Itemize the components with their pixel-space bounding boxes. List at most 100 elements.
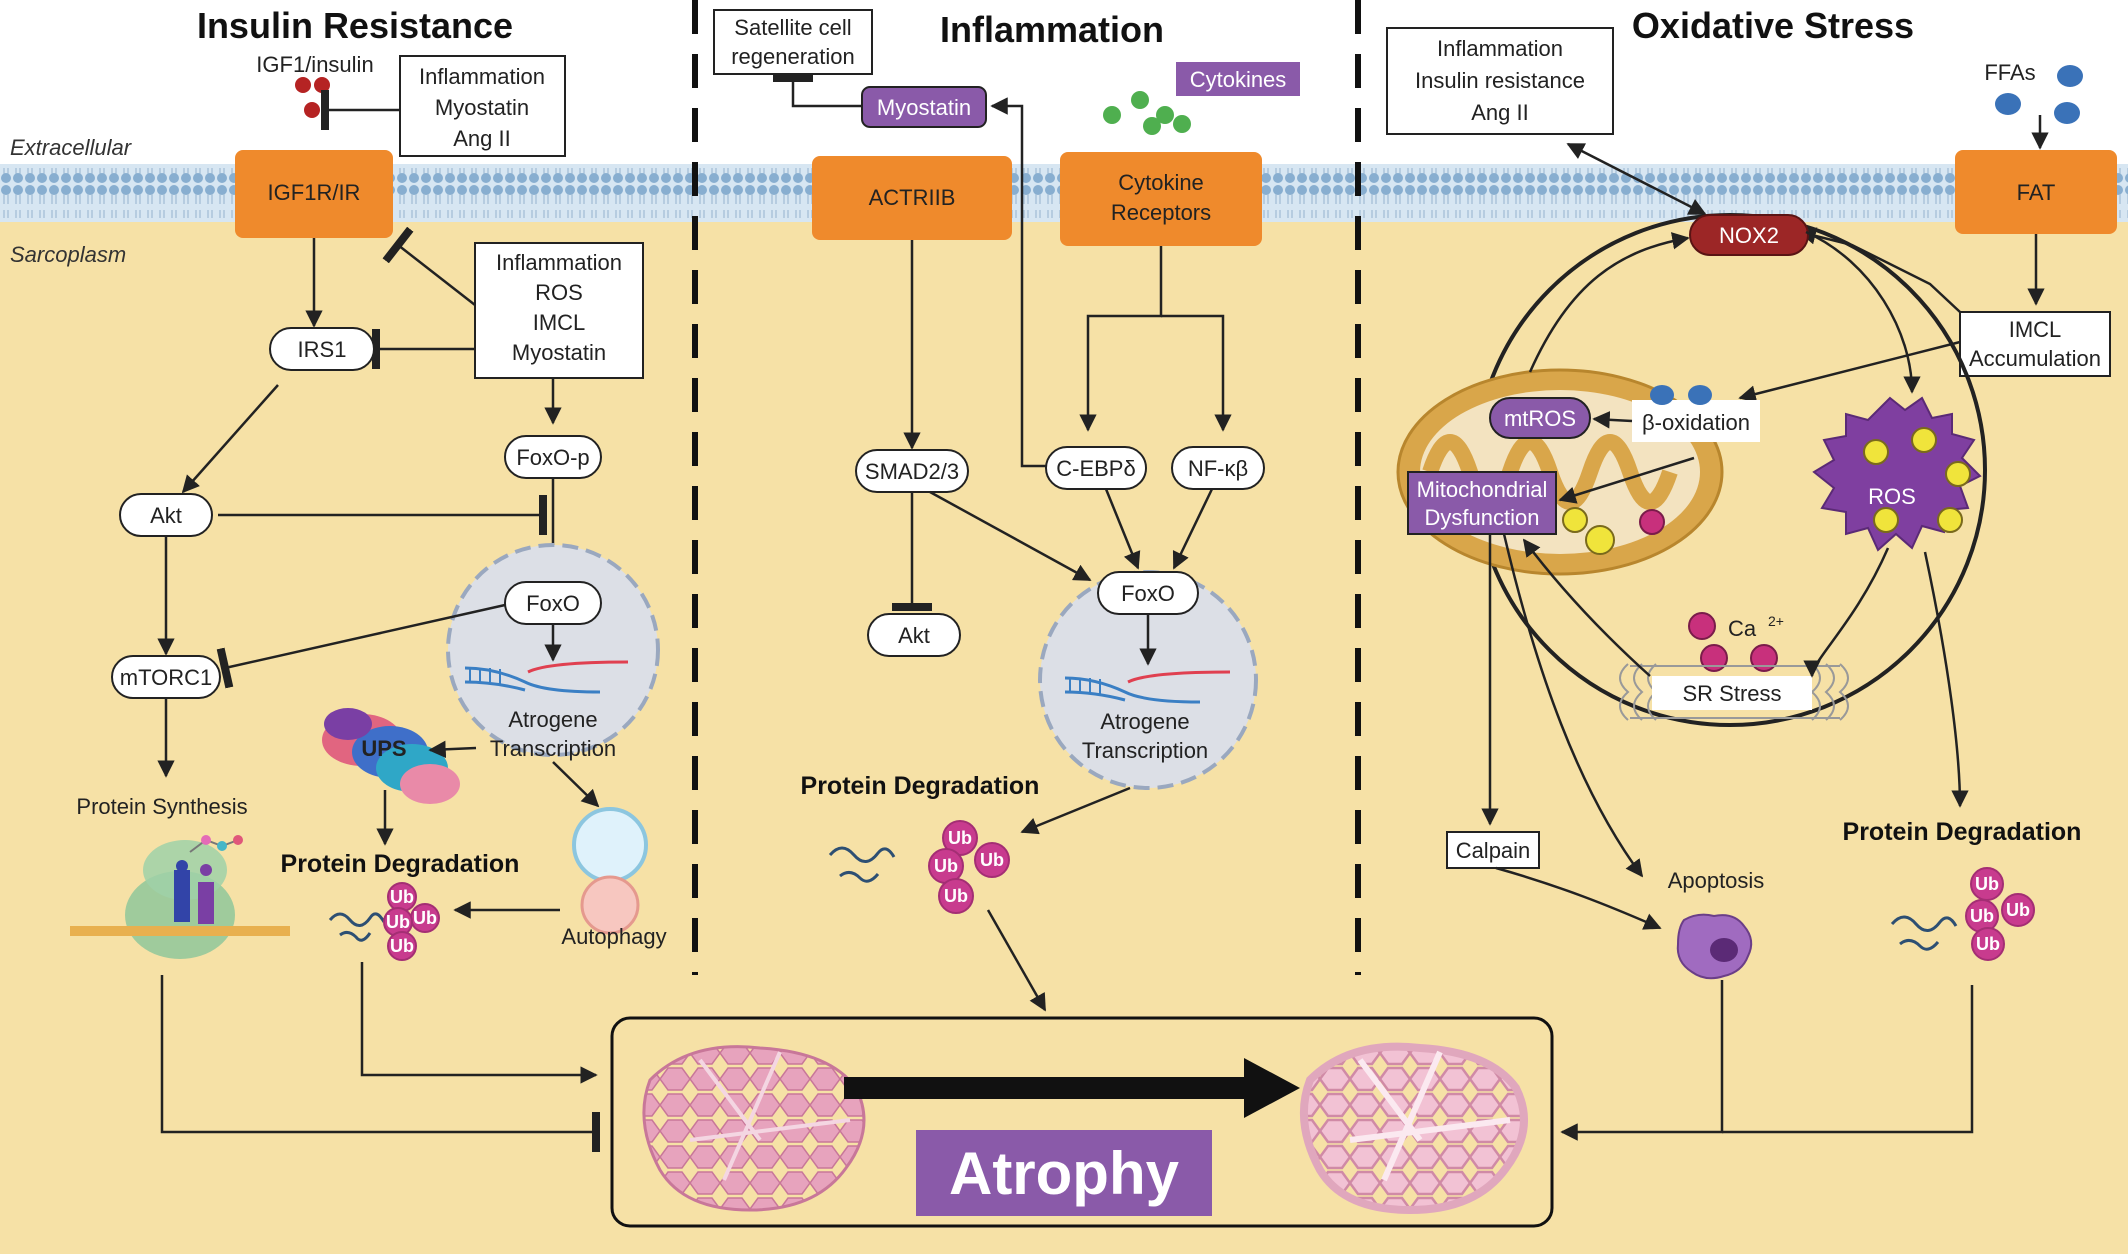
svg-text:ACTRIIB: ACTRIIB: [869, 185, 956, 210]
svg-text:Ub: Ub: [1976, 934, 2000, 954]
svg-text:Ub: Ub: [390, 936, 414, 956]
svg-text:Ub: Ub: [948, 828, 972, 848]
atrogene-label-insulin: Atrogene: [508, 707, 597, 732]
svg-text:Cytokine: Cytokine: [1118, 170, 1204, 195]
ffas-label: FFAs: [1984, 60, 2035, 85]
cytokines-badge: [1176, 62, 1300, 96]
ups-proteasome-icon: [322, 708, 460, 804]
svg-text:IMCL: IMCL: [2009, 317, 2062, 342]
nox2-node: [1689, 214, 1809, 256]
svg-text:FoxO-p: FoxO-p: [516, 445, 589, 470]
svg-text:FAT: FAT: [2017, 180, 2056, 205]
progression-arrow-icon: [1244, 1058, 1300, 1118]
degraded-protein-icon-insulin: [328, 912, 386, 942]
satellite-cell-label: Satellite cell: [734, 15, 851, 40]
svg-text:IMCL: IMCL: [533, 310, 586, 335]
mitochondrial-dysfunction-node: [1407, 471, 1557, 535]
irs1-node: [269, 327, 375, 371]
calcium-label: Ca: [1728, 616, 1757, 641]
ros-burst-icon: [1812, 396, 1982, 552]
svg-text:Ang II: Ang II: [1471, 100, 1528, 125]
svg-text:SMAD2/3: SMAD2/3: [865, 459, 959, 484]
svg-text:Ang II: Ang II: [453, 126, 510, 151]
svg-text:Ub: Ub: [2006, 900, 2030, 920]
svg-text:NOX2: NOX2: [1719, 223, 1779, 248]
ros-label: ROS: [1868, 484, 1916, 509]
ffa-ligand-icon: [1995, 65, 2083, 124]
svg-text:NF-κβ: NF-κβ: [1188, 456, 1248, 481]
ub-cluster-oxidative: Ub Ub Ub Ub: [1965, 867, 2035, 961]
svg-text:Accumulation: Accumulation: [1969, 346, 2101, 371]
svg-text:IRS1: IRS1: [298, 337, 347, 362]
protein-degradation-label-inflammation: Protein Degradation: [801, 772, 1040, 800]
protein-degradation-label-oxidative: Protein Degradation: [1843, 818, 2082, 846]
akt-node-inflammation: [867, 613, 961, 657]
myostatin-node: [861, 86, 987, 128]
inflammation-title: Inflammation: [940, 9, 1164, 50]
cebp-node: [1045, 446, 1147, 490]
protein-synthesis-label: Protein Synthesis: [76, 794, 247, 819]
fat-receptor: [1955, 150, 2117, 234]
ub-cluster-insulin: Ub Ub Ub Ub: [383, 882, 440, 961]
autophagy-label: Autophagy: [561, 924, 666, 949]
dna-icon-inflammation: [1064, 670, 1231, 704]
transcription-label-insulin: Transcription: [490, 736, 616, 761]
igf1-ligand-icon: [295, 77, 330, 118]
atrogene-label-inflammation: Atrogene: [1100, 709, 1189, 734]
svg-text:Cytokines: Cytokines: [1190, 67, 1287, 92]
insulin-top-inhibitors: Inflammation Myostatin Ang II: [419, 64, 545, 151]
nfkb-node: [1171, 446, 1265, 490]
svg-text:Ub: Ub: [944, 886, 968, 906]
oxidative-stress-title: Oxidative Stress: [1632, 5, 1914, 46]
svg-text:Ub: Ub: [386, 912, 410, 932]
svg-text:mTORC1: mTORC1: [120, 665, 213, 690]
svg-text:Mitochondrial: Mitochondrial: [1417, 477, 1548, 502]
igf1r-ir-receptor: [235, 150, 393, 238]
ups-label: UPS: [361, 736, 406, 761]
apoptosis-label: Apoptosis: [1668, 868, 1765, 893]
degraded-protein-icon-oxidative: [1890, 915, 1958, 951]
svg-text:Calpain: Calpain: [1456, 838, 1531, 863]
ribosome-icon: [70, 835, 290, 959]
transcription-label-inflammation: Transcription: [1082, 738, 1208, 763]
extracellular-label: Extracellular: [10, 135, 133, 160]
cytokine-receptors: [1060, 152, 1262, 246]
mtros-node: [1489, 397, 1591, 439]
svg-text:ROS: ROS: [535, 280, 583, 305]
igf1-insulin-label: IGF1/insulin: [256, 52, 373, 77]
igf1r-ir-label: IGF1R/IR: [268, 180, 361, 205]
svg-text:Ub: Ub: [390, 887, 414, 907]
svg-text:Inflammation: Inflammation: [496, 250, 622, 275]
insulin-resistance-title: Insulin Resistance: [197, 5, 513, 46]
imcl-accumulation-box: [1959, 311, 2111, 377]
svg-text:FoxO: FoxO: [1121, 581, 1175, 606]
svg-text:Insulin resistance: Insulin resistance: [1415, 68, 1585, 93]
svg-text:Ub: Ub: [980, 850, 1004, 870]
sarcoplasm-label: Sarcoplasm: [10, 242, 126, 267]
atrophied-muscle-icon: [1299, 1042, 1528, 1215]
svg-text:Ub: Ub: [1970, 906, 1994, 926]
calpain-box: [1446, 831, 1540, 869]
healthy-muscle-icon: [642, 1045, 866, 1212]
svg-text:Inflammation: Inflammation: [419, 64, 545, 89]
svg-text:Akt: Akt: [150, 503, 182, 528]
beta-oxidation-lipid-icon: [1650, 385, 1712, 405]
svg-text:Ub: Ub: [413, 908, 437, 928]
calcium-superscript: 2+: [1768, 613, 1784, 629]
insulin-mid-inhibitors: Inflammation ROS IMCL Myostatin: [496, 250, 622, 365]
beta-oxidation-label: β-oxidation: [1642, 410, 1750, 435]
regeneration-label: regeneration: [731, 44, 855, 69]
ub-cluster-inflammation: Ub Ub Ub Ub: [928, 820, 1010, 914]
cytokine-ligand-icon: [1103, 91, 1191, 135]
atrophy-label-box: [916, 1130, 1212, 1216]
svg-text:Inflammation: Inflammation: [1437, 36, 1563, 61]
svg-text:C-EBPδ: C-EBPδ: [1056, 456, 1135, 481]
actriib-receptor: [812, 156, 1012, 240]
svg-text:FoxO: FoxO: [526, 591, 580, 616]
calcium-ions-icon: [1688, 612, 1778, 672]
svg-text:mtROS: mtROS: [1504, 406, 1576, 431]
apoptotic-cell-icon: [1676, 913, 1753, 980]
oxidative-effects: Inflammation Insulin resistance Ang II: [1415, 36, 1585, 125]
svg-text:Myostatin: Myostatin: [512, 340, 606, 365]
svg-text:Akt: Akt: [898, 623, 930, 648]
